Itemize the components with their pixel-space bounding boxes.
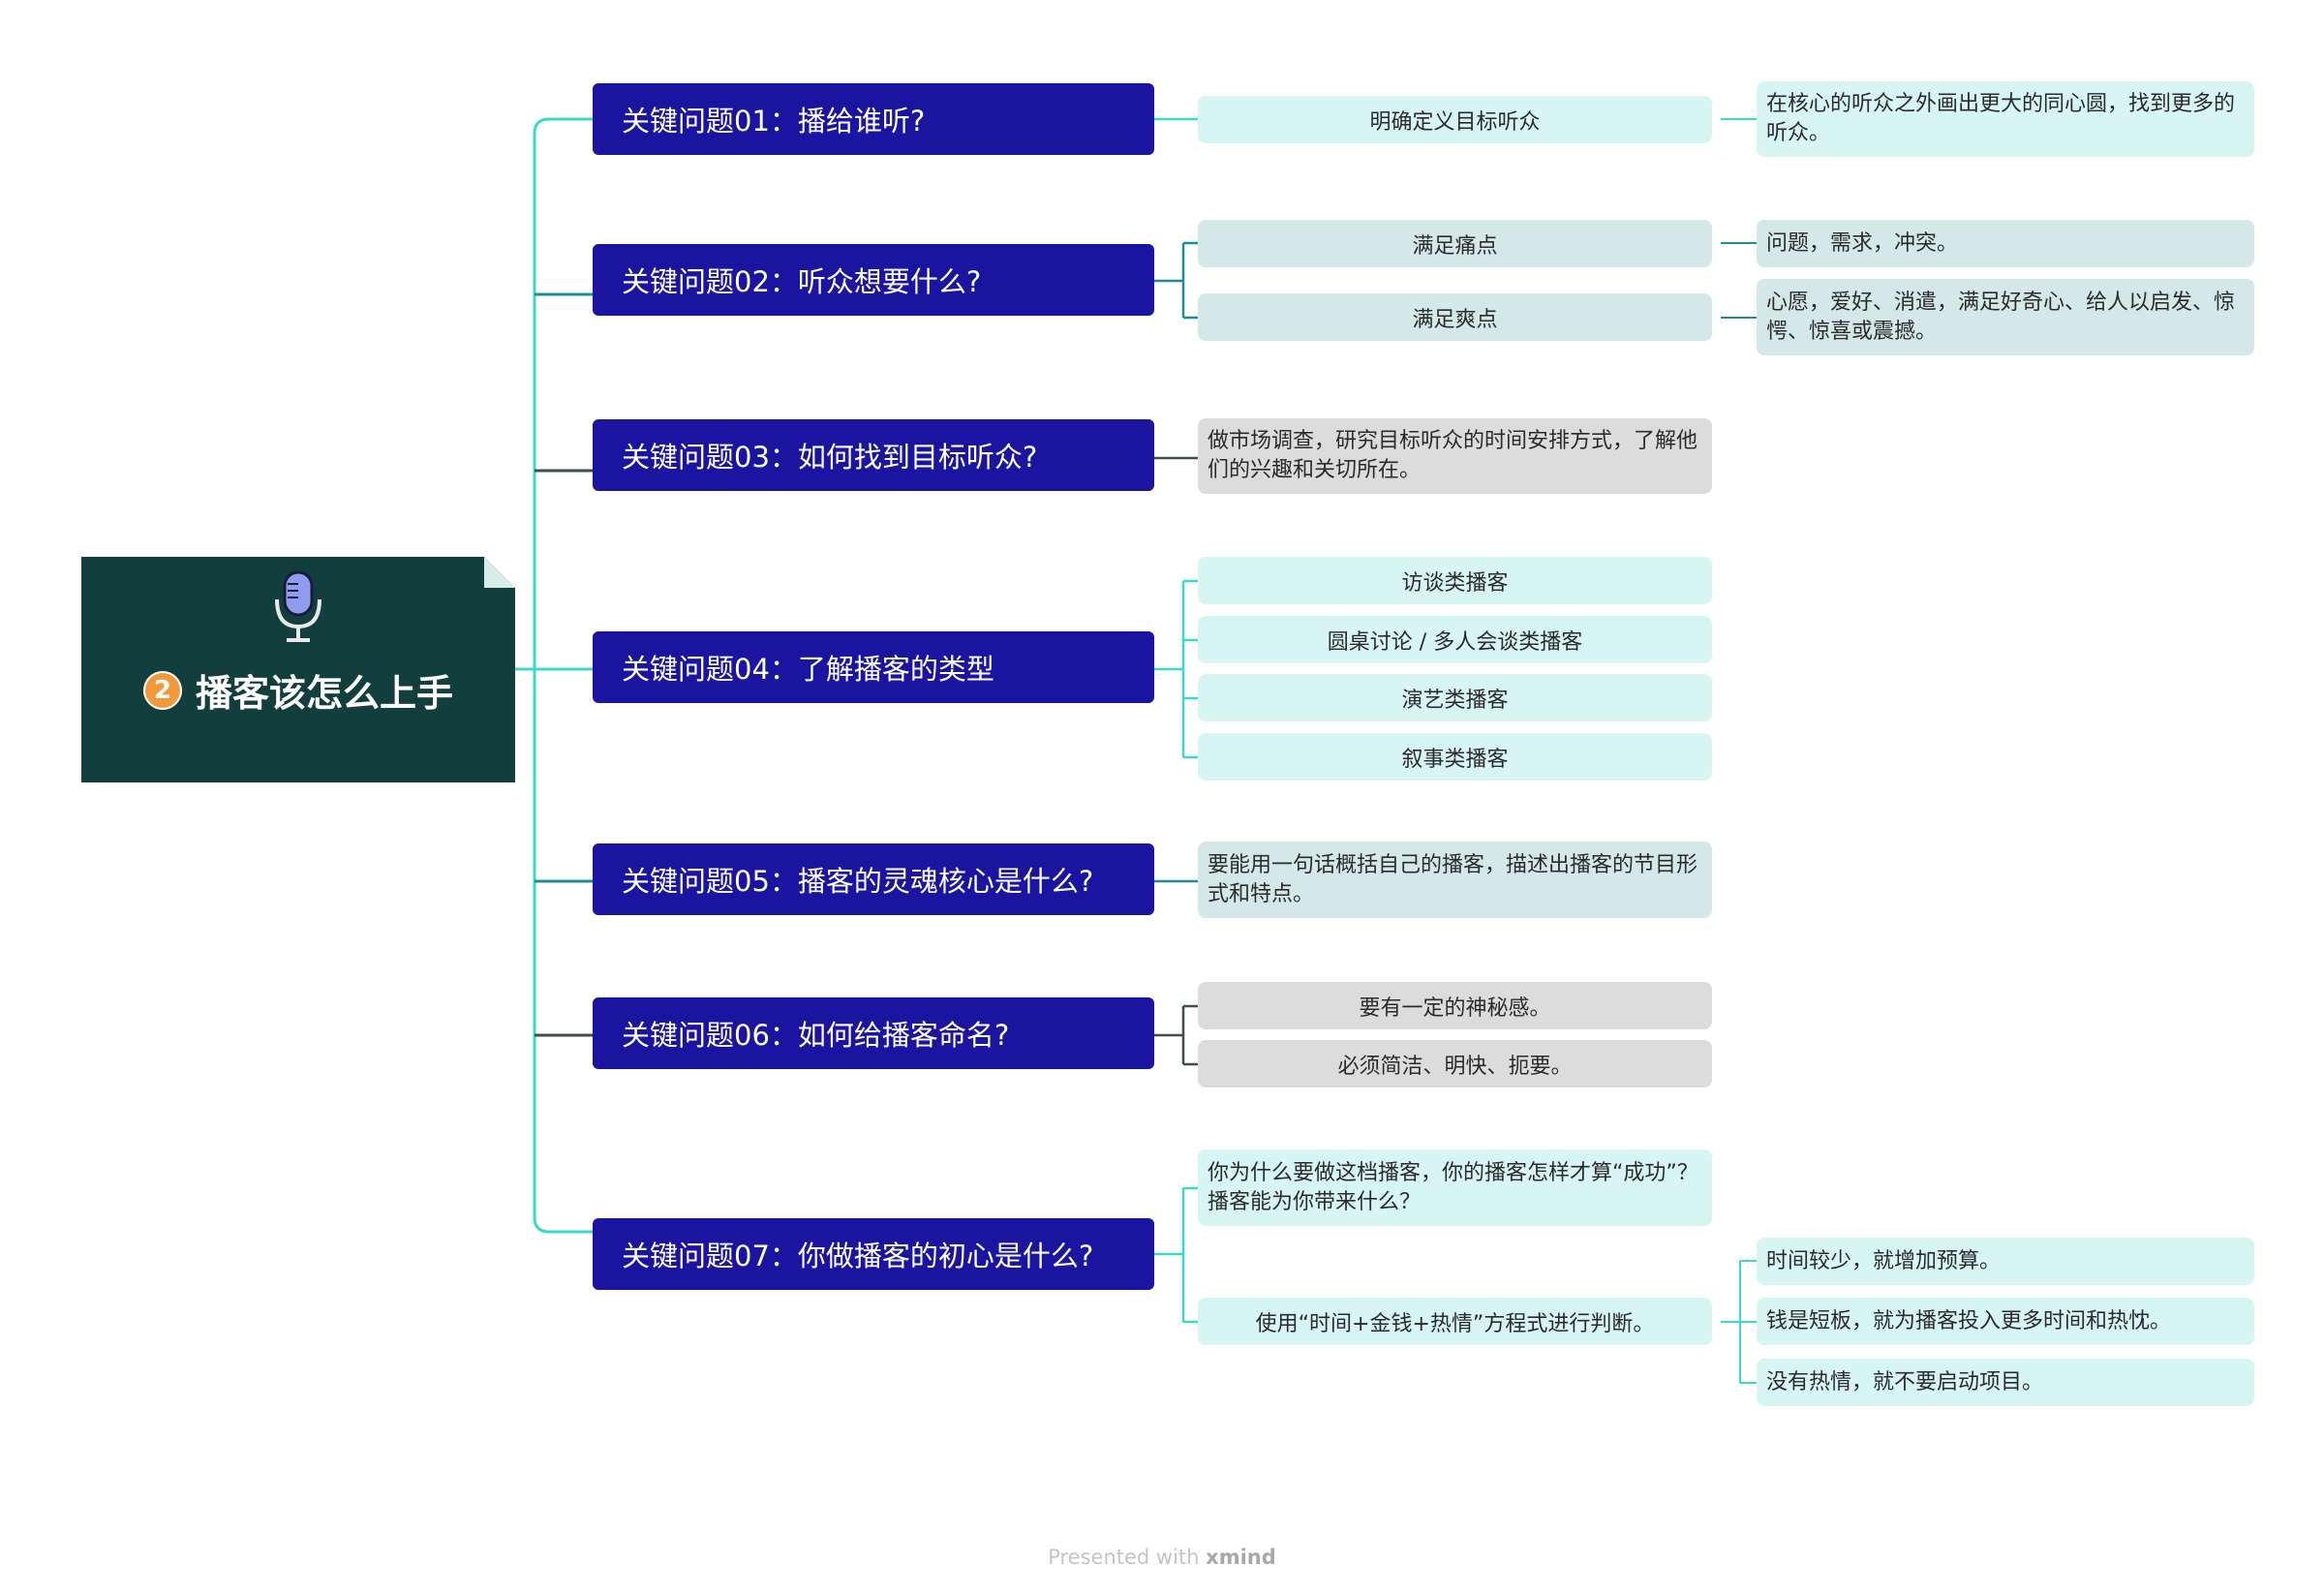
subtopic-concise-name[interactable]: 必须简洁、明快、扼要。 <box>1198 1040 1712 1088</box>
subtopic-performance-podcast[interactable]: 演艺类播客 <box>1198 674 1712 721</box>
detail-pain-points[interactable]: 问题，需求，冲突。 <box>1757 220 2254 267</box>
question-02[interactable]: 关键问题02：听众想要什么? <box>593 244 1154 316</box>
subtopic-narrative-podcast[interactable]: 叙事类播客 <box>1198 733 1712 781</box>
subtopic-time-money-passion[interactable]: 使用“时间+金钱+热情”方程式进行判断。 <box>1198 1298 1712 1345</box>
microphone-icon <box>275 570 321 642</box>
detail-concentric-circles[interactable]: 在核心的听众之外画出更大的同心圆，找到更多的听众。 <box>1757 81 2254 157</box>
subtopic-one-sentence-summary[interactable]: 要能用一句话概括自己的播客，描述出播客的节目形式和特点。 <box>1198 842 1712 918</box>
subtopic-market-research[interactable]: 做市场调查，研究目标听众的时间安排方式，了解他们的兴趣和关切所在。 <box>1198 418 1712 494</box>
subtopic-roundtable-podcast[interactable]: 圆桌讨论 / 多人会谈类播客 <box>1198 616 1712 663</box>
question-03[interactable]: 关键问题03：如何找到目标听众? <box>593 419 1154 491</box>
subtopic-pain-points[interactable]: 满足痛点 <box>1198 220 1712 267</box>
presented-with-footer: Presented with xmind <box>0 1546 2324 1569</box>
question-01[interactable]: 关键问题01：播给谁听? <box>593 83 1154 155</box>
question-06[interactable]: 关键问题06：如何给播客命名? <box>593 997 1154 1069</box>
xmind-brand: xmind <box>1206 1546 1276 1569</box>
subtopic-delight-points[interactable]: 满足爽点 <box>1198 293 1712 341</box>
detail-short-money[interactable]: 钱是短板，就为播客投入更多时间和热忱。 <box>1757 1298 2254 1345</box>
footer-prefix: Presented with <box>1048 1546 1200 1569</box>
subtopic-mystery[interactable]: 要有一定的神秘感。 <box>1198 982 1712 1029</box>
subtopic-interview-podcast[interactable]: 访谈类播客 <box>1198 557 1712 604</box>
topic-number-badge: 2 <box>142 670 182 710</box>
subtopic-define-audience[interactable]: 明确定义目标听众 <box>1198 96 1712 143</box>
detail-delight-points[interactable]: 心愿，爱好、消遣，满足好奇心、给人以启发、惊愕、惊喜或震撼。 <box>1757 279 2254 355</box>
root-title: 播客该怎么上手 <box>195 672 453 715</box>
question-04[interactable]: 关键问题04：了解播客的类型 <box>593 631 1154 703</box>
question-05[interactable]: 关键问题05：播客的灵魂核心是什么? <box>593 843 1154 915</box>
root-topic[interactable]: 2 播客该怎么上手 <box>81 557 515 782</box>
detail-less-time[interactable]: 时间较少，就增加预算。 <box>1757 1238 2254 1285</box>
question-07[interactable]: 关键问题07：你做播客的初心是什么? <box>593 1218 1154 1290</box>
subtopic-why-podcast[interactable]: 你为什么要做这档播客，你的播客怎样才算“成功”？播客能为你带来什么？ <box>1198 1149 1712 1226</box>
detail-no-passion[interactable]: 没有热情，就不要启动项目。 <box>1757 1359 2254 1406</box>
